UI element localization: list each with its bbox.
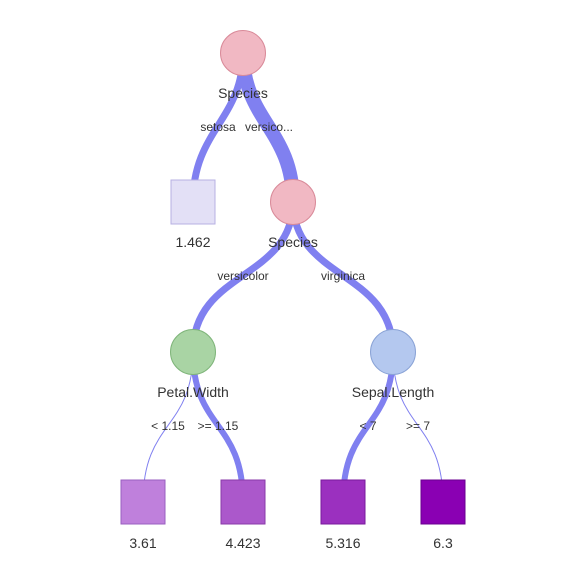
edge-label-petal-width-low: < 1.15 xyxy=(151,419,185,433)
leaf-sepal-length-high[interactable] xyxy=(420,479,466,525)
edge-species2-to-petal-width xyxy=(189,198,297,356)
leaf-value-labels: 1.462 3.61 4.423 5.316 6.3 xyxy=(129,234,453,551)
split-nodes xyxy=(170,30,416,375)
edge-sepal-length-to-high-leaf xyxy=(392,351,444,503)
root-species-node[interactable] xyxy=(220,30,266,76)
leaf-petal-width-high[interactable] xyxy=(220,479,266,525)
edge-species2-to-sepal-length xyxy=(289,198,397,356)
edge-label-virginica: virginica xyxy=(321,269,365,283)
leaf-petal-width-low-value: 3.61 xyxy=(129,535,156,551)
edge-sepal-length-to-low-leaf xyxy=(340,349,396,505)
leaf-petal-width-high-value: 4.423 xyxy=(225,535,260,551)
leaf-nodes xyxy=(120,179,466,525)
edge-label-sepal-length-high: >= 7 xyxy=(406,419,430,433)
node-labels: Species Species Petal.Width Sepal.Length xyxy=(157,85,434,400)
leaf-setosa-value: 1.462 xyxy=(175,234,210,250)
sepal-length-label: Sepal.Length xyxy=(352,384,435,400)
leaf-setosa[interactable] xyxy=(170,179,216,225)
edge-label-petal-width-high: >= 1.15 xyxy=(198,419,239,433)
edge-petal-width-to-low-leaf xyxy=(142,351,194,503)
edge-label-setosa: setosa xyxy=(200,120,236,134)
root-species-label: Species xyxy=(218,85,268,101)
leaf-sepal-length-high-value: 6.3 xyxy=(433,535,453,551)
petal-width-node[interactable] xyxy=(170,329,216,375)
leaf-sepal-length-low-value: 5.316 xyxy=(325,535,360,551)
sepal-length-node[interactable] xyxy=(370,329,416,375)
petal-width-label: Petal.Width xyxy=(157,384,229,400)
edge-label-sepal-length-low: < 7 xyxy=(359,419,376,433)
species2-label: Species xyxy=(268,234,318,250)
edge-label-versico: versico... xyxy=(245,120,293,134)
leaf-petal-width-low[interactable] xyxy=(120,479,166,525)
species2-node[interactable] xyxy=(270,179,316,225)
edge-petal-width-to-high-leaf xyxy=(190,349,246,505)
edge-label-versicolor: versicolor xyxy=(217,269,268,283)
leaf-sepal-length-low[interactable] xyxy=(320,479,366,525)
edge-labels: setosa versico... versicolor virginica <… xyxy=(151,120,430,433)
